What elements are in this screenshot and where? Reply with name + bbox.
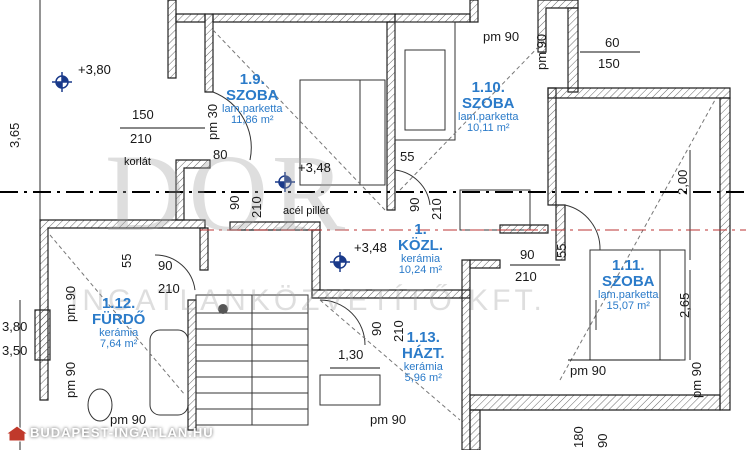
dimension-label: 80 [213, 147, 228, 162]
room-area: 11,86 m² [230, 114, 274, 127]
room-area: 10,11 m² [466, 122, 510, 135]
room-name: SZOBA [462, 94, 515, 112]
dimension-label: 90 [158, 258, 173, 273]
room-1-8: 1. KÖZL. kerámia 10,24 m² [398, 222, 443, 277]
room-area: 7,64 m² [100, 338, 138, 351]
dimension-label: 90 [520, 247, 535, 262]
dimension-label: 2,65 [677, 292, 692, 318]
dimension-label: 210 [391, 320, 406, 342]
dimension-label: pm 90 [63, 361, 78, 398]
dimension-label: pm 90 [110, 412, 147, 427]
room-1-11: 1.11. SZOBA lam.parketta 15,07 m² [598, 258, 659, 313]
pillar-note: acél pillér [283, 205, 330, 217]
dimension-label: 55 [119, 253, 134, 268]
dimension-label: pm 90 [534, 33, 549, 70]
dimension-label: 210 [249, 196, 264, 218]
room-1-10: 1.10. SZOBA lam.parketta 10,11 m² [458, 80, 519, 135]
dimension-label: 210 [429, 198, 444, 220]
room-name: KÖZL. [398, 236, 443, 254]
dimension-label: 55 [554, 243, 569, 258]
room-1-9: 1.9. SZOBA lam.parketta 11,86 m² [222, 72, 283, 127]
level-label: +3,80 [78, 62, 111, 77]
dimension-label: pm 30 [205, 103, 220, 140]
room-floor: lam.parketta [598, 288, 659, 301]
dimension-lines [19, 0, 691, 450]
dimension-label: pm 90 [63, 285, 78, 322]
room-1-13: 1.13. HÁZT. kerámia 5,96 m² [402, 330, 445, 385]
room-area: 5,96 m² [404, 372, 442, 385]
dimension-label: pm 90 [689, 361, 704, 398]
dimension-label: 1,30 [338, 347, 364, 362]
site-url: BUDAPEST-INGATLAN.HU [30, 425, 214, 440]
room-area: 15,07 m² [606, 300, 650, 313]
dimension-label: 210 [515, 269, 537, 284]
room-number: 1.13. [406, 329, 440, 346]
room-floor: kerámia [400, 252, 441, 265]
pillar-icon [218, 304, 228, 314]
level-label: +3,48 [354, 240, 387, 255]
dimension-label: 90 [369, 321, 384, 336]
dimension-label: 3,80 [2, 319, 28, 334]
dimension-label: 3,65 [7, 122, 22, 148]
dimension-label: 90 [407, 197, 422, 212]
furniture-lines [49, 21, 716, 426]
dimension-label: 150 [132, 107, 154, 122]
room-floor: lam.parketta [458, 110, 519, 123]
room-1-12: 1.12. FÜRDŐ kerámia 7,64 m² [92, 296, 145, 351]
dimension-label: 90 [595, 433, 610, 448]
dimension-label: 150 [598, 56, 620, 71]
dimension-label: 60 [605, 35, 620, 50]
house-icon [4, 425, 30, 442]
room-name: HÁZT. [402, 344, 445, 362]
dimension-label: 3,50 [2, 343, 28, 358]
walls [34, 0, 731, 450]
dimension-label: 55 [400, 149, 415, 164]
room-number: 1.10. [471, 79, 505, 96]
room-number: 1.11. [611, 257, 645, 274]
dimension-label: pm 90 [483, 29, 520, 44]
room-floor: lam.parketta [222, 102, 283, 115]
dimension-label: pm 90 [370, 412, 407, 427]
dimension-label: 180 [571, 426, 586, 448]
room-name: FÜRDŐ [92, 310, 146, 328]
dimension-label: pm 90 [570, 363, 607, 378]
room-floor: kerámia [403, 360, 443, 373]
room-name: SZOBA [226, 86, 279, 104]
room-area: 10,24 m² [398, 264, 443, 277]
room-number: 1.12. [101, 295, 136, 312]
room-floor: kerámia [99, 326, 139, 339]
room-number: 1. [414, 221, 427, 238]
dimension-label: 210 [158, 281, 180, 296]
level-label: +3,48 [298, 160, 331, 175]
railing-note: korlát [124, 156, 151, 168]
dimension-label: 2,00 [675, 169, 690, 195]
dimension-label: 210 [130, 131, 152, 146]
room-number: 1.9. [239, 71, 265, 88]
dimension-label: 90 [227, 195, 242, 210]
site-watermark: BUDAPEST-INGATLAN.HU [0, 422, 300, 444]
room-name: SZOBA [602, 272, 655, 290]
